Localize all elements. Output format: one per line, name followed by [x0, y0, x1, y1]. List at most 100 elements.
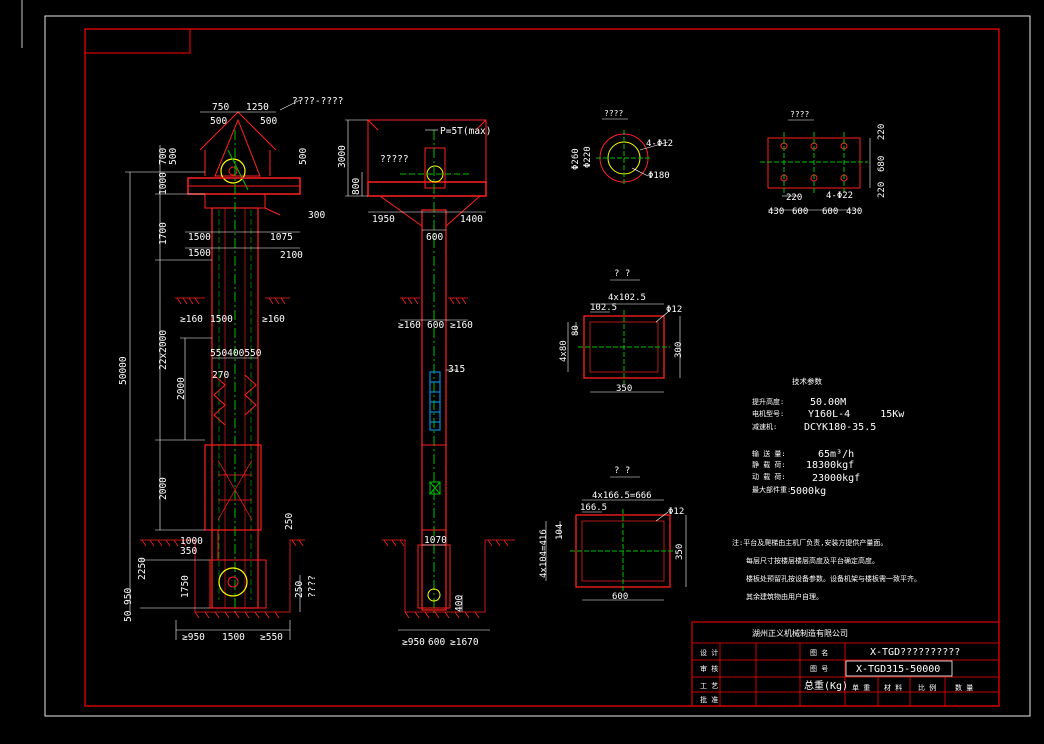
spec-label-4: 输 送 量: [752, 449, 786, 458]
left-top-dim-2: 1250 [246, 102, 269, 113]
detail-section-2-bottom: 600 [612, 592, 628, 602]
title-left-label-3: 批 准 [700, 695, 718, 704]
left-top-dim-5: 500 [168, 148, 179, 165]
left-floor-dim-3: ≥160 [262, 314, 285, 325]
left-top-dim-6: 500 [298, 148, 309, 165]
title-bottom-label-1: 材 料 [884, 683, 902, 692]
title-block: 湖州正义机械制造有限公司 设 计 审 核 工 艺 批 准 图 名 图 号 单 重… [691, 621, 1000, 707]
title-left-label-1: 审 核 [700, 664, 718, 673]
notes-block: 注:平台及爬梯由主机厂负责,安装方提供产量面。 每层尺寸按楼层楼层高度及平台确定… [732, 538, 921, 601]
note-2: 楼板处预留孔按设备参数。设备机架与楼板需一致平齐。 [746, 574, 921, 583]
left-dim-1000: 1000 [158, 172, 169, 195]
left-dim-2000a: 2000 [176, 377, 187, 400]
detail-base-bottom-4: 430 [846, 207, 862, 217]
mid-hook-label: ????? [380, 154, 409, 165]
spec-label-5: 静 载 荷: [752, 460, 786, 469]
mid-pit-dim: 1070 [424, 535, 447, 546]
left-floor-dim-1: ≥160 [180, 314, 203, 325]
note-1: 每层尺寸按楼层楼层高度及平台确定高度。 [746, 556, 879, 565]
left-elevation-view: 750 1250 500 500 ????-???? 300 1500 1075… [118, 96, 343, 643]
left-bottom-dim-1000: 1000 [180, 536, 203, 547]
spec-value-6: 23000kgf [812, 473, 860, 484]
title-bottom-label-2: 比 例 [918, 683, 936, 692]
left-top-dim-1: 750 [212, 102, 229, 113]
mid-floor-dim-1: ≥160 [398, 320, 421, 331]
left-mid-dim-300: 300 [308, 210, 325, 221]
left-dim-950: 950 [123, 588, 134, 605]
specifications-block: 技术参数 提升高度: 电机型号: 减速机: 输 送 量: 静 载 荷: 动 载 … [752, 376, 905, 497]
mid-floor-dim-2: 600 [427, 320, 444, 331]
mid-height-3000: 3000 [337, 145, 348, 168]
detail-section-2-left-small: 104 [555, 524, 565, 540]
spec-label-2: 减速机: [752, 422, 777, 431]
left-dim-22x2000: 22x2000 [158, 330, 169, 370]
spec-value-7: 5000kg [790, 486, 826, 497]
detail-base-holes: 4-Φ22 [826, 191, 853, 201]
side-elevation-view: P=5T(max) ????? 1950 1400 600 ≥160 600 ≥… [337, 119, 515, 648]
left-bottom-dim-550: ≥550 [260, 632, 283, 643]
detail-flange-inner: Φ220 [583, 146, 593, 168]
mid-height-800: 800 [351, 178, 362, 195]
spec-value-5: 18300kgf [806, 460, 854, 471]
detail-section-2-corner: 166.5 [580, 503, 607, 513]
detail-base-mid-220: 220 [786, 193, 802, 203]
left-floor-dim-2: 1500 [210, 314, 233, 325]
mid-shaft-dim: 600 [426, 232, 443, 243]
title-weight-label: 总重(Kg) [804, 679, 848, 692]
left-dim-50: 50 [123, 610, 134, 622]
left-top-dim-3: 500 [210, 116, 227, 127]
detail-section-1: ? ? 4x102.5 102.5 Φ12 350 4x80 80 300 [559, 269, 684, 394]
mid-bottom-dim-1: ≥950 [402, 637, 425, 648]
left-dim-1750: 1750 [180, 575, 191, 598]
detail-flange-hole: 4-Φ12 [646, 139, 673, 149]
detail-base-bottom-3: 600 [822, 207, 838, 217]
note-0: 注:平台及爬梯由主机厂负责,安装方提供产量面。 [732, 538, 887, 547]
title-name-label: 图 名 [810, 648, 828, 657]
detail-section-1-bottom: 350 [616, 384, 632, 394]
spec-label-1: 电机型号: [752, 409, 784, 418]
spec-label-7: 最大部件重: [752, 485, 791, 494]
detail-section-1-corner: 102.5 [590, 303, 617, 313]
left-top-dim-4: 500 [260, 116, 277, 127]
mid-width-1950: 1950 [372, 214, 395, 225]
left-bottom-dim-350: 350 [180, 546, 197, 557]
left-right-dim-note: ???? [307, 575, 318, 598]
mid-floor-dim-3: ≥160 [450, 320, 473, 331]
title-name-value: X-TGD?????????? [870, 647, 960, 658]
left-dim-1700: 1700 [158, 222, 169, 245]
left-bottom-dim-1500: 1500 [222, 632, 245, 643]
detail-section-2-hole: Φ12 [668, 507, 684, 517]
detail-base-right-1: 220 [877, 124, 887, 140]
detail-section-1-right: 300 [674, 342, 684, 358]
mid-width-1400: 1400 [460, 214, 483, 225]
left-right-dim-250a: 250 [284, 513, 295, 530]
detail-section-2-right: 350 [675, 544, 685, 560]
detail-section-1-hole: Φ12 [666, 305, 682, 315]
note-3: 其余建筑物由用户自理。 [746, 592, 823, 601]
detail-section-2-top: 4x166.5=666 [592, 491, 652, 501]
detail-flange: ???? 4-Φ12 Φ180 Φ260 Φ220 [571, 109, 673, 186]
mid-pit-depth: 400 [454, 595, 465, 612]
title-bottom-label-3: 数 量 [955, 683, 973, 692]
title-code-value: X-TGD315-50000 [856, 664, 940, 675]
detail-section-1-left: 4x80 [559, 340, 569, 362]
title-bottom-label-0: 单 重 [852, 683, 870, 692]
left-spacing: 550400550 [210, 348, 262, 359]
left-dim-700: 700 [158, 148, 169, 165]
detail-section-1-title: ? ? [614, 269, 630, 279]
detail-base-right-3: 220 [877, 182, 887, 198]
mid-bottom-dim-3: ≥1670 [450, 637, 479, 648]
detail-flange-base: Φ180 [648, 171, 670, 181]
detail-section-2-left: 4x104=416 [539, 529, 549, 578]
left-dim-2000b: 2000 [158, 477, 169, 500]
title-company: 湖州正义机械制造有限公司 [752, 628, 848, 638]
detail-base-bottom-1: 430 [768, 207, 784, 217]
detail-base-title: ???? [790, 110, 809, 119]
detail-section-2-title: ? ? [614, 466, 630, 476]
specs-title: 技术参数 [792, 376, 822, 386]
detail-flange-title: ???? [604, 109, 623, 118]
left-spacing2: 270 [212, 370, 229, 381]
spec-value-0: 50.00M [810, 397, 846, 408]
detail-flange-outer: Φ260 [571, 148, 581, 170]
left-mid-dim-1500b: 1500 [188, 248, 211, 259]
